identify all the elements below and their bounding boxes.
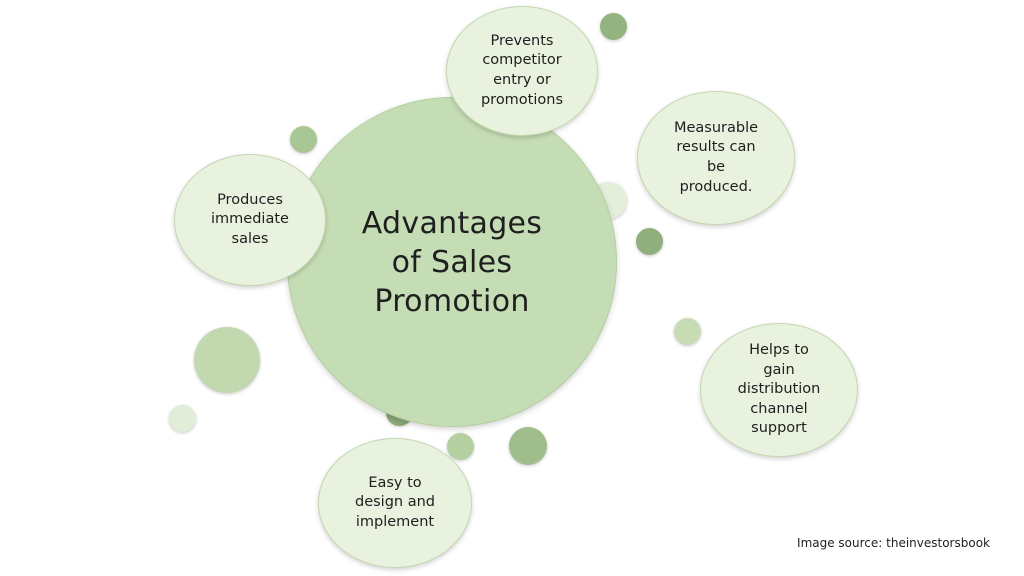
central-topic-line: Advantages [361,205,543,241]
central-topic-circle: Advantages of Sales Promotion [287,97,617,427]
benefit-text: Helps to [749,342,809,359]
benefit-text: promotions [480,91,564,108]
benefit-text: channel [750,400,808,417]
decor-dot [290,126,317,153]
benefit-text: support [751,420,807,437]
image-source-caption: Image source: theinvestorsbook [797,536,990,550]
central-topic-line: of Sales [391,244,513,280]
decor-dot [169,405,196,432]
benefit-bubble-easy-design: Easy to design and implement [318,438,472,568]
benefit-text: entry or [493,72,551,88]
benefit-text: Produces [217,191,283,208]
benefit-text: implement [355,513,435,530]
benefit-text: competitor [482,52,562,69]
benefit-bubble-distribution-support: Helps to gain distribution channel suppo… [700,323,858,457]
benefit-text: produced. [679,178,753,195]
benefit-text: design and [355,494,435,511]
benefit-bubble-measurable-results: Measurable results can be produced. [637,91,795,225]
benefit-bubble-prevents-competitor: Prevents competitor entry or promotions [446,6,598,136]
benefit-text: distribution [737,381,821,398]
decor-dot [447,433,474,460]
decor-dot [194,327,260,393]
decor-dot [674,318,701,345]
benefit-text: be [706,159,726,175]
decor-dot [636,228,663,255]
benefit-text: sales [231,230,269,247]
benefit-bubble-immediate-sales: Produces immediate sales [174,154,326,286]
benefit-text: Easy to [368,474,422,491]
benefit-text: results can [676,139,756,156]
central-topic-label: Advantages of Sales Promotion [362,204,542,321]
benefit-text: immediate [211,211,289,228]
central-topic-line: Promotion [374,283,530,319]
benefit-text: Measurable [673,119,759,136]
decor-dot [600,13,627,40]
benefit-text: Prevents [490,32,554,49]
benefit-text: gain [763,361,795,378]
decor-dot [509,427,547,465]
